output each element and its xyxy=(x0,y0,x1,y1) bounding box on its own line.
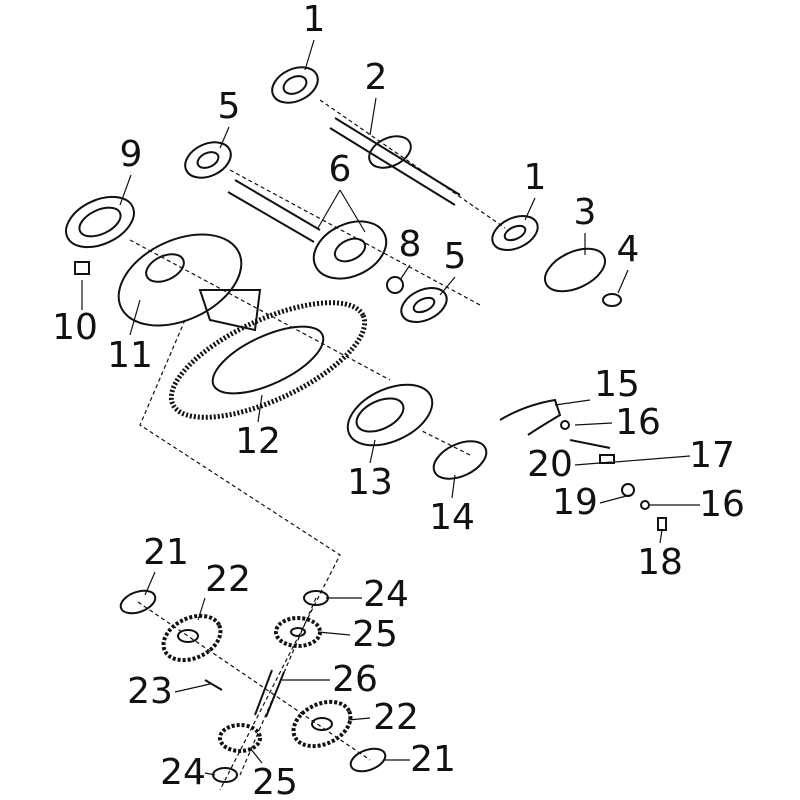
pinion-25-top xyxy=(274,616,322,648)
callout-24-bottom: 24 xyxy=(160,752,206,793)
bolt-10 xyxy=(74,261,90,275)
callout-5-right: 5 xyxy=(443,236,467,277)
callout-9: 9 xyxy=(119,134,143,175)
callout-21-top: 21 xyxy=(143,532,189,573)
callout-23: 23 xyxy=(127,671,173,712)
callout-21-bottom: 21 xyxy=(410,739,456,780)
bearing-5-right xyxy=(400,287,448,323)
callout-15: 15 xyxy=(594,364,640,405)
side-gear-22-top xyxy=(161,613,223,663)
callout-17: 17 xyxy=(689,435,735,476)
callout-8: 8 xyxy=(398,224,422,265)
callout-14: 14 xyxy=(429,497,475,538)
callout-19: 19 xyxy=(552,482,598,523)
housing-11 xyxy=(117,233,262,332)
part-14 xyxy=(432,440,488,480)
shaft-2 xyxy=(329,117,461,206)
callout-4: 4 xyxy=(616,229,640,270)
callout-3: 3 xyxy=(573,192,597,233)
callout-25-top: 25 xyxy=(352,614,398,655)
callout-5-left: 5 xyxy=(217,86,241,127)
callout-1-top: 1 xyxy=(302,0,326,40)
callout-10: 10 xyxy=(52,307,98,348)
pinion-25-bottom xyxy=(218,723,262,753)
leader-lines xyxy=(81,39,700,791)
bearing-1-right xyxy=(491,215,539,251)
pin-26 xyxy=(254,669,285,718)
shift-fork-15 xyxy=(499,398,562,436)
ring-gear-12 xyxy=(168,300,368,420)
side-gear-22-bottom xyxy=(291,699,353,749)
callout-11: 11 xyxy=(107,335,153,376)
washer-21-bottom xyxy=(349,747,387,773)
callout-1-right: 1 xyxy=(523,157,547,198)
callout-2: 2 xyxy=(364,57,388,98)
cover-3 xyxy=(544,247,622,307)
bearing-13 xyxy=(346,383,434,447)
callout-26: 26 xyxy=(332,659,378,700)
callout-13: 13 xyxy=(347,462,393,503)
callout-24-top: 24 xyxy=(363,574,409,615)
callout-16-top: 16 xyxy=(615,402,661,443)
callout-18: 18 xyxy=(637,542,683,583)
callout-16-bottom: 16 xyxy=(699,484,745,525)
shaft-6 xyxy=(227,179,388,280)
callout-22-top: 22 xyxy=(205,559,251,600)
callout-22-bottom: 22 xyxy=(373,697,419,738)
seal-9 xyxy=(65,195,135,249)
bearing-1-top xyxy=(271,66,319,104)
circlip-8 xyxy=(386,276,404,294)
pin-23 xyxy=(204,679,223,691)
callout-25-bottom: 25 xyxy=(252,762,298,800)
callout-20: 20 xyxy=(527,444,573,485)
callout-6: 6 xyxy=(328,149,352,190)
callout-12: 12 xyxy=(235,421,281,462)
bearing-5-left xyxy=(184,141,232,179)
washer-21-top xyxy=(119,589,157,615)
